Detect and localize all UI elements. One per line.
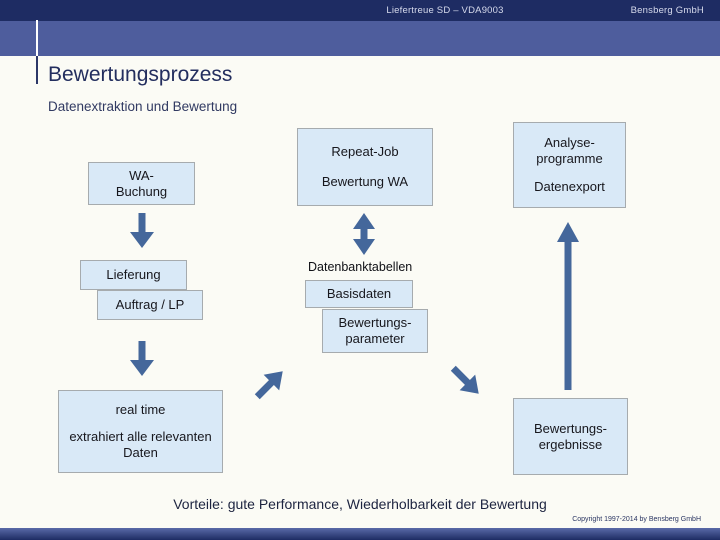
box-basisdaten-label: Basisdaten (326, 286, 392, 302)
label-datenbanktabellen: Datenbanktabellen (308, 260, 413, 274)
footer-accent-band (0, 528, 720, 540)
header-document-title: Liefertreue SD – VDA9003 (386, 5, 504, 16)
box-analyseprogramme-title: Analyse- programme (536, 135, 602, 167)
header-bar: Liefertreue SD – VDA9003 Bensberg GmbH (0, 0, 720, 21)
up-arrow-icon (555, 222, 581, 390)
box-lieferung-label: Lieferung (106, 267, 161, 283)
page-subtitle: Datenextraktion und Bewertung (48, 99, 238, 114)
down-arrow-icon (128, 213, 156, 249)
box-lieferung: Lieferung (80, 260, 187, 290)
box-analyseprogramme-line3: Datenexport (534, 179, 605, 194)
box-repeat-job: Repeat-Job Bewertung WA (297, 128, 433, 206)
box-real-time: real time extrahiert alle relevanten Dat… (58, 390, 223, 473)
accent-line-navy (36, 56, 38, 84)
box-analyseprogramme-line1: Analyse- (544, 135, 595, 151)
up-down-arrow-icon (350, 212, 378, 256)
box-real-time-line1: real time (115, 402, 166, 418)
box-bewertungsergebnisse: Bewertungs- ergebnisse (513, 398, 628, 475)
box-real-time-line2: extrahiert alle relevanten (69, 429, 212, 445)
header-company-name: Bensberg GmbH (630, 5, 704, 16)
box-auftrag-lp: Auftrag / LP (97, 290, 203, 320)
box-wa-buchung-line2: Buchung (115, 183, 168, 199)
up-right-arrow-icon (246, 360, 294, 408)
box-repeat-job-line1: Repeat-Job (331, 143, 399, 159)
box-real-time-line3: Daten (123, 445, 158, 460)
box-repeat-job-line2: Bewertung WA (321, 174, 409, 190)
box-bewertungsparameter-line2: parameter (345, 331, 405, 346)
box-bewertungsergebnisse-line2: ergebnisse (538, 436, 603, 452)
box-bewertungsergebnisse-line1: Bewertungs- (534, 420, 607, 436)
copyright-text: Copyright 1997-2014 by Bensberg GmbH (572, 516, 701, 523)
box-real-time-description: extrahiert alle relevanten Daten (69, 429, 211, 461)
box-basisdaten: Basisdaten (305, 280, 413, 308)
down-right-arrow-icon (442, 357, 490, 405)
benefits-text: Vorteile: gute Performance, Wiederholbar… (173, 496, 547, 512)
down-arrow-icon (128, 341, 156, 377)
box-auftrag-lp-label: Auftrag / LP (115, 297, 185, 313)
box-bewertungsparameter: Bewertungs- parameter (322, 309, 428, 353)
box-analyseprogramme: Analyse- programme Datenexport (513, 122, 626, 208)
box-bewertungsparameter-line1: Bewertungs- (338, 315, 412, 331)
box-analyseprogramme-line2: programme (536, 151, 603, 166)
header-accent-band (0, 21, 720, 56)
accent-line-white (36, 20, 38, 56)
box-wa-buchung-line1: WA- (129, 167, 154, 183)
page-title: Bewertungsprozess (48, 63, 233, 86)
box-wa-buchung: WA- Buchung (88, 162, 195, 205)
